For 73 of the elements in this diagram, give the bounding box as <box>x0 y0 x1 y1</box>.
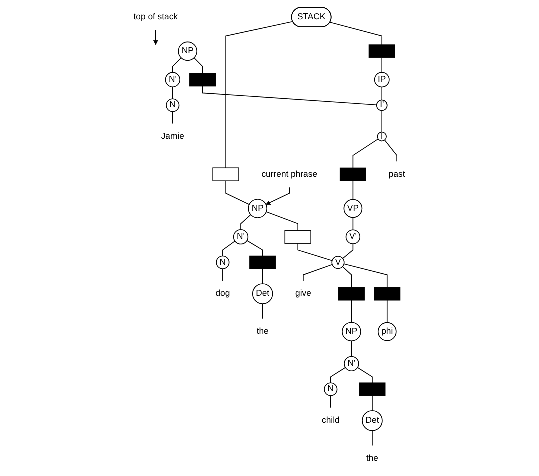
node-box <box>340 168 366 182</box>
node-box <box>212 168 240 182</box>
connector <box>222 268 224 282</box>
connector <box>386 300 388 324</box>
node-circle: NP <box>342 322 362 342</box>
connector <box>330 367 346 384</box>
connector <box>240 214 252 230</box>
node-circle: N' <box>344 356 360 372</box>
node-circle: N <box>166 98 180 112</box>
connector <box>202 86 378 106</box>
node-box <box>368 44 396 58</box>
connector <box>226 21 294 169</box>
connector <box>372 430 373 446</box>
connector <box>342 266 352 288</box>
node-text: dog <box>216 289 230 298</box>
connector <box>222 240 236 257</box>
node-circle: Det <box>362 410 383 432</box>
connector <box>262 304 264 320</box>
node-circle: VP <box>344 199 363 218</box>
node-text: Jamie <box>161 132 184 142</box>
node-circle: V' <box>346 230 361 244</box>
node-circle: N <box>324 382 338 396</box>
node-text: the <box>366 454 379 464</box>
node-text: past <box>388 170 406 179</box>
node-circle: N' <box>165 72 180 88</box>
connector <box>344 264 388 288</box>
node-text: child <box>322 416 340 426</box>
node-text: top of stack <box>134 12 178 22</box>
connector <box>357 367 373 384</box>
node-circle: NP <box>248 199 268 218</box>
node-circle: N' <box>233 229 249 245</box>
connector <box>342 244 354 260</box>
node-text: the <box>256 326 269 336</box>
node-circle: I' <box>376 100 388 112</box>
node-circle: IP <box>374 72 390 88</box>
node-circle: phi <box>378 322 397 342</box>
connector <box>351 300 352 323</box>
connector <box>172 58 182 74</box>
node-box <box>359 382 386 396</box>
connector <box>382 110 383 133</box>
node-box <box>374 287 401 301</box>
connector <box>172 111 174 124</box>
connector <box>330 22 383 46</box>
arrow <box>154 30 158 46</box>
node-circle: V <box>332 256 345 270</box>
connector <box>298 243 333 262</box>
connector <box>246 240 264 257</box>
connector <box>372 396 373 412</box>
node-box <box>250 256 276 270</box>
connector <box>226 180 250 206</box>
connector <box>194 58 204 74</box>
node-box <box>284 230 312 244</box>
connector <box>382 58 383 73</box>
connector <box>382 86 383 101</box>
connector <box>303 264 333 282</box>
node-circle: Det <box>252 284 274 304</box>
connector <box>384 140 398 162</box>
connector <box>351 340 352 358</box>
node-box <box>338 287 365 301</box>
connector <box>352 138 379 169</box>
node-circle: NP <box>178 42 198 62</box>
connector <box>330 395 332 408</box>
connector <box>172 86 174 100</box>
node-text: give <box>296 289 312 298</box>
connector <box>262 268 264 284</box>
connector <box>266 212 298 231</box>
connector <box>352 180 354 200</box>
node-text: current phrase <box>262 170 318 179</box>
connector <box>352 217 354 231</box>
node-box <box>190 73 216 87</box>
node-circle: I <box>377 132 387 142</box>
arrow <box>266 187 290 206</box>
node-circle: N <box>216 256 230 270</box>
